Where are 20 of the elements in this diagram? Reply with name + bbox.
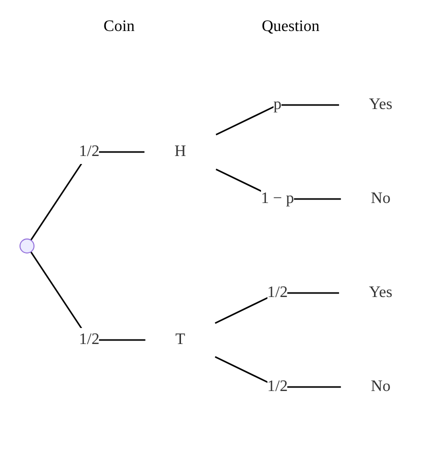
edge-label: 1/2 [79, 331, 100, 348]
node-text: H [174, 143, 186, 160]
edge-label: 1/2 [79, 143, 100, 160]
connector [216, 104, 340, 136]
node-text: Yes [369, 96, 393, 113]
column-heading: Coin [104, 18, 135, 36]
node-text: No [371, 378, 391, 395]
node-text: T [176, 331, 186, 348]
connector [215, 292, 340, 324]
edge-label: p [274, 96, 282, 113]
node-point [20, 238, 35, 254]
connector [30, 151, 145, 241]
connector [30, 251, 146, 341]
connector [215, 356, 342, 388]
edge-label: 1 − p [261, 190, 294, 207]
column-heading: Question [262, 18, 320, 36]
node-text: Yes [369, 284, 393, 301]
edge-label: 1/2 [268, 378, 288, 395]
edge-label: 1/2 [268, 284, 288, 301]
node-text: No [371, 190, 391, 207]
